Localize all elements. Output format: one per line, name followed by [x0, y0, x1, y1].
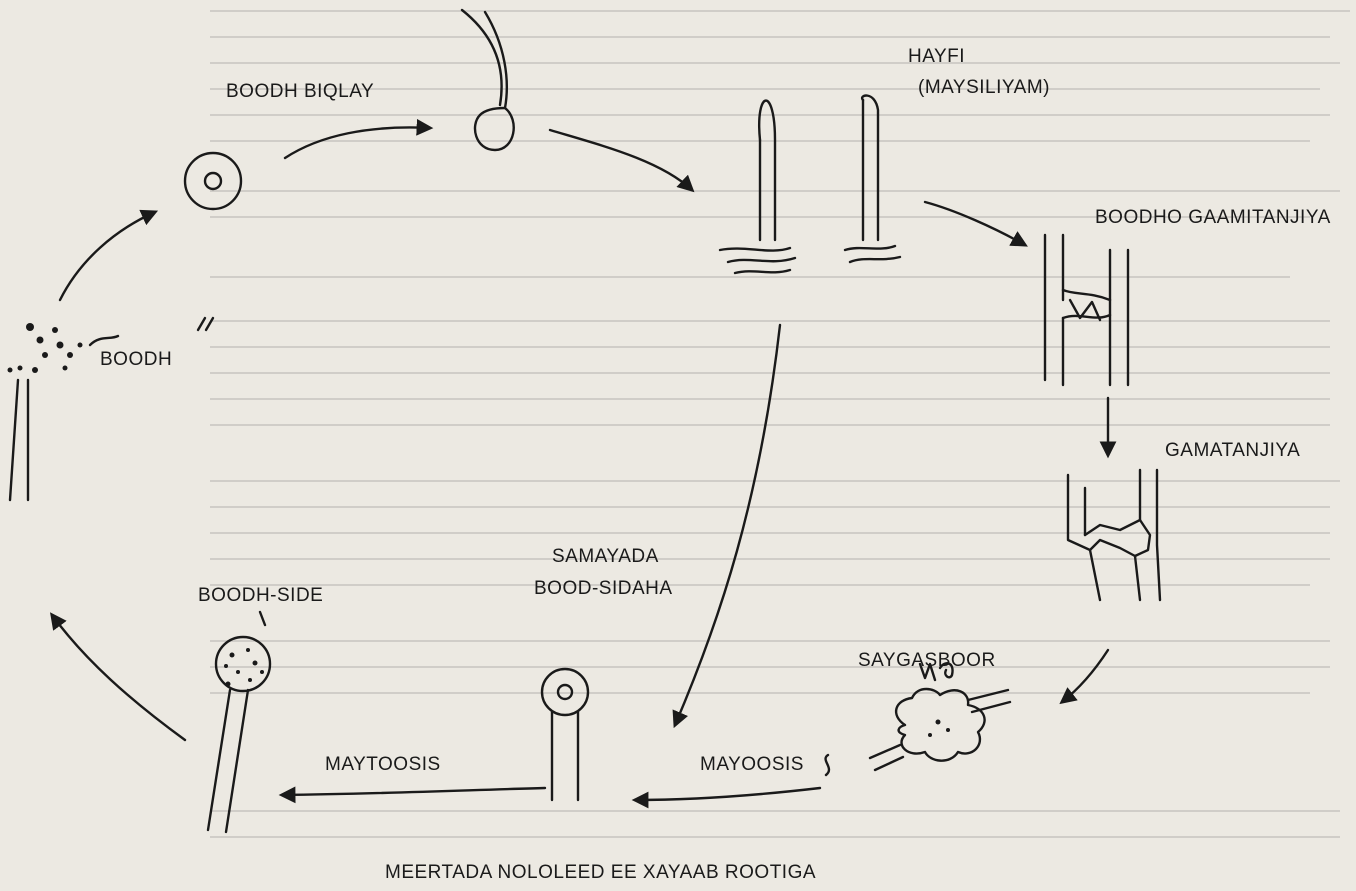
label-maysiliyam: (MAYSILIYAM)	[918, 77, 1050, 99]
label-hayfi: HAYFI	[908, 46, 965, 68]
label-bood-sidaha: BOOD-SIDAHA	[534, 578, 673, 600]
label-boodh-side: BOODH-SIDE	[198, 585, 323, 607]
zygospore-drawing	[826, 663, 1010, 775]
diagram-caption: MEERTADA NOLOLEED EE XAYAAB ROOTIGA	[385, 862, 816, 884]
germ-tube-drawing	[462, 10, 514, 150]
label-boodho-gaamitanjiya: BOODHO GAAMITANJIYA	[1095, 207, 1331, 229]
released-spores-drawing	[8, 318, 214, 500]
gametangia-drawing	[1068, 470, 1160, 600]
label-boodh: BOODH	[100, 349, 172, 371]
label-boodh-biqlay: BOODH BIQLAY	[226, 81, 374, 103]
label-saygasboor: SAYGASBOOR	[858, 650, 996, 672]
cycle-arrows	[52, 127, 1108, 800]
label-samayada: SAMAYADA	[552, 546, 659, 568]
hyphae-drawing	[720, 96, 900, 273]
sporangium-drawing	[208, 612, 270, 832]
label-mayoosis: MAYOOSIS	[700, 754, 804, 776]
germinating-spore-drawing	[185, 153, 241, 209]
label-gamatanjiya: GAMATANJIYA	[1165, 440, 1300, 462]
germ-sporangium-drawing	[542, 669, 588, 800]
gametangia-contact-drawing	[1045, 235, 1128, 385]
label-maytoosis: MAYTOOSIS	[325, 754, 441, 776]
